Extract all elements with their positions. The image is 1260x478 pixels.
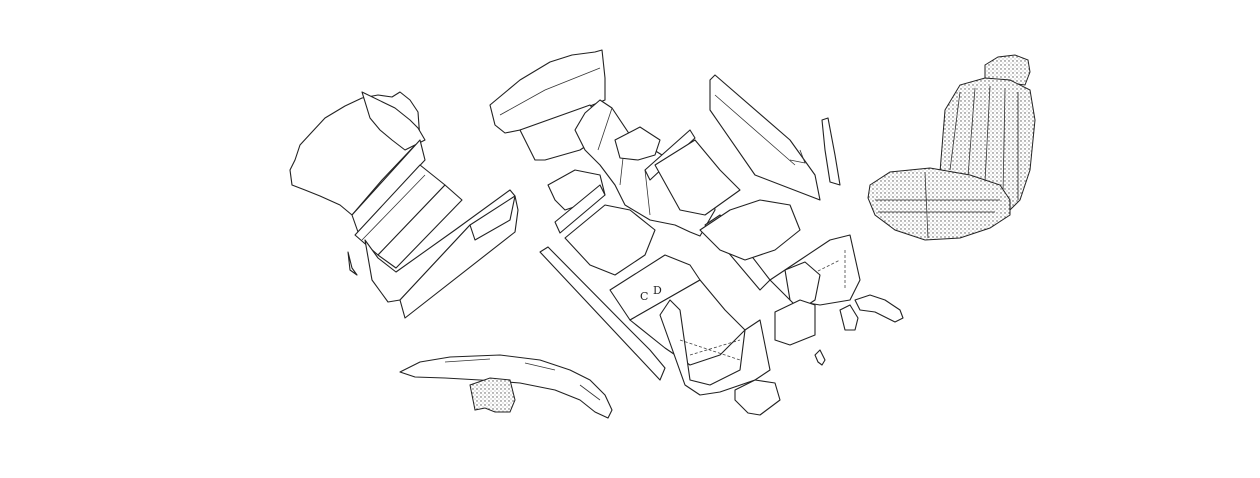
center-console-box [774,299,816,346]
front-floor-carpet-left [564,204,656,276]
door-panel-right [709,74,821,201]
front-passenger-footwell-carpet [614,126,661,161]
seat-cushion [867,167,1011,241]
floor-mat-small-2 [854,294,904,323]
part-label-d: D [653,284,662,297]
side-sill-strip-2 [554,184,606,234]
rear-heel-board [399,195,519,319]
instrument-binnacle [469,377,516,413]
rear-shelf-panel-2 [377,184,463,269]
rear-trunk-trim-group [289,91,519,319]
driver-footwell-carpet [629,279,746,366]
rear-bulkhead-panel [351,139,426,233]
small-trim-piece-left [347,251,358,276]
bracket-small [814,349,826,366]
heel-pad [784,261,821,311]
driver-kick-panel [659,299,771,396]
part-label-c: C [640,290,648,303]
parcel-shelf-panel [489,49,606,134]
b-pillar-trim [821,117,841,186]
floor-mat-small-1 [839,304,859,331]
front-floor-carpet-right [654,139,741,216]
floor-carpet-group: C D [489,49,904,416]
front-seat [867,54,1036,241]
front-floor-mat [734,379,781,416]
front-floor-panel-c-d [609,254,701,321]
dashboard-top-group [399,354,613,419]
passenger-floor-carpet [699,199,801,261]
dashboard-top-pad [399,354,613,419]
rocker-strip-left [539,246,666,381]
